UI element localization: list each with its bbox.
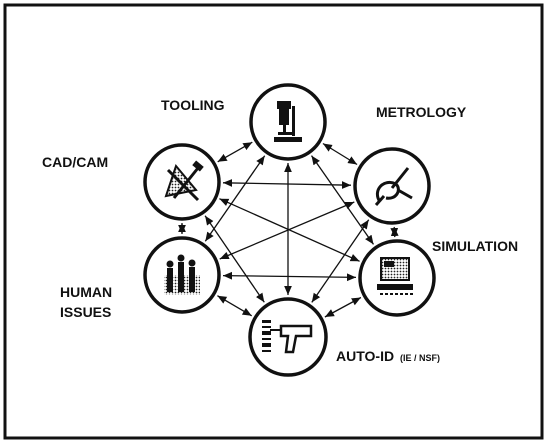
- node-simulation: [358, 239, 436, 317]
- computer-monitor-icon: [377, 257, 414, 295]
- node-human-issues: [143, 236, 221, 314]
- caliper-icon: [374, 167, 413, 206]
- connection-arrow: [322, 142, 358, 166]
- drill-press-icon: [274, 101, 302, 142]
- label-simulation: SIMULATION: [432, 238, 518, 254]
- people-group-icon: [164, 254, 200, 295]
- node-tooling: [249, 83, 327, 161]
- page-frame: [3, 3, 544, 440]
- node-auto-id: [248, 297, 328, 377]
- label-cad-cam: CAD/CAM: [42, 154, 108, 170]
- connection-arrow: [217, 141, 253, 163]
- connection-arrow: [219, 198, 360, 262]
- connection-arrow: [217, 295, 253, 317]
- barcode-scanner-icon: [262, 320, 313, 354]
- label-auto-id-sub: (IE / NSF): [400, 353, 440, 363]
- connection-arrow: [390, 226, 399, 238]
- connection-arrow: [222, 271, 357, 282]
- node-cad-cam: [143, 143, 221, 221]
- connection-arrow: [222, 179, 352, 189]
- connection-arrow: [324, 296, 362, 318]
- label-metrology: METROLOGY: [376, 104, 467, 120]
- connection-arrow: [204, 215, 265, 303]
- drafting-tools-icon: [164, 160, 204, 202]
- label-issues: ISSUES: [60, 304, 111, 320]
- label-human: HUMAN: [60, 284, 112, 300]
- connection-arrows: [178, 141, 399, 318]
- label-tooling: TOOLING: [161, 97, 225, 113]
- label-auto-id: AUTO-ID: [336, 348, 394, 364]
- node-metrology: [353, 147, 431, 225]
